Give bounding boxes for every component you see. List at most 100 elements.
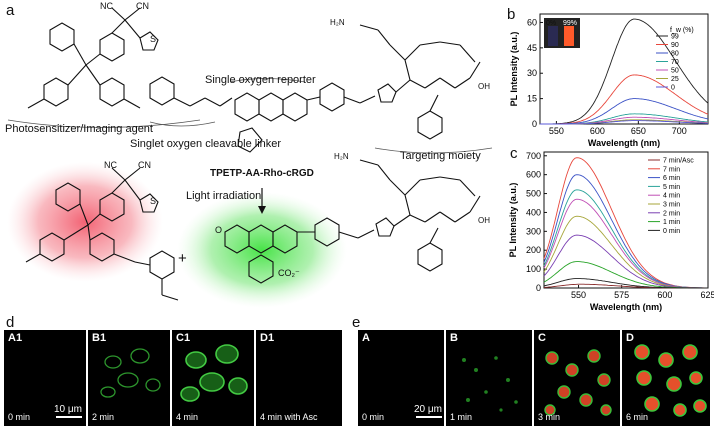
micro-label: C [538,332,546,344]
x-tick-label: 600 [657,290,672,300]
ring-triazole-top [377,83,397,103]
plot-frame [539,13,709,125]
micro-d-B1: B1 2 min [88,330,170,426]
ring-piperazine-bot [314,217,340,247]
micro-e-B: B 1 min [446,330,532,426]
micro-label: A [362,332,370,344]
panel-label-c: c [510,145,518,162]
y-tick-label: 60 [527,17,537,27]
ring-phenylalanine-top [417,110,443,140]
legend-label: 6 min [663,175,680,182]
legend-label: 2 min [663,210,680,217]
y-axis-label: PL Intensity (a.u.) [509,32,519,107]
chemical-scheme [7,7,493,308]
micro-time: 1 min [450,412,473,422]
legend-label: 3 min [663,202,680,209]
bracket-targeting [374,147,493,154]
x-axis-label: Wavelength (nm) [590,302,662,312]
micro-label: B [450,332,458,344]
ring-methoxy [43,77,69,107]
y-axis-label: PL Intensity (a.u.) [508,183,518,258]
y-tick-label: 15 [527,94,537,104]
panel-label-a: a [6,2,15,19]
micro-d-A1: A1 0 min [4,330,86,426]
micro-label: D1 [260,332,275,344]
ring-xanthene-mid [258,92,284,122]
atom-cn-top: CN [136,1,149,11]
atom-s-bot: S [150,196,157,206]
linker-label: Singlet oxygen cleavable linker [130,138,282,150]
x-tick-label: 650 [631,126,646,136]
inset-label-0: 0% [546,20,556,27]
y-tick-label: 300 [526,226,541,236]
series-line-5-min [543,189,708,289]
compound-name: TPETP-AA-Rho-cRGD [210,168,314,179]
y-tick-label: 45 [527,43,537,53]
green-glow [177,192,347,308]
x-tick-label: 550 [549,126,564,136]
y-tick-label: 100 [526,264,541,274]
scalebar-e-text: 20 μm [414,404,442,415]
micro-time: 4 min with Asc [260,412,318,422]
micro-time: 2 min [92,412,115,422]
legend-title: f_w (%) [670,27,694,34]
reporter-label: Single oxygen reporter [205,74,316,86]
y-tick-label: 400 [526,207,541,217]
series-line-90 [540,74,709,125]
ring-xanthene-right [282,92,308,122]
inset-vial-0 [548,26,558,46]
ring-phenyl-top [49,22,75,52]
x-tick-label: 700 [672,126,687,136]
micro-label: D [626,332,634,344]
atom-s-top: S [150,34,157,44]
bracket-photosensitizer [7,119,201,128]
atom-oh-bot: OH [478,216,490,225]
legend-label: 7 min [663,166,680,173]
ring-phenyl-mid [99,32,125,62]
panel-label-e: e [352,314,361,331]
micro-label: C1 [176,332,191,344]
legend-label: 0 [671,85,675,92]
bracket-linker [149,121,216,127]
cells-C1 [180,344,248,402]
y-tick-label: 0 [536,283,541,293]
ring-piperidine [149,76,175,106]
atom-h2n-bot: H₂N [334,152,349,161]
legend-label: 0 min [663,228,680,235]
micro-time: 0 min [362,412,385,422]
cells-eD [634,344,707,417]
y-tick-label: 600 [526,170,541,180]
plot-frame [543,151,709,289]
scalebar-d-bar [56,416,82,418]
ring-green-benz [248,254,274,284]
series-line-4-min [543,198,708,289]
series-line-0-min [543,278,708,289]
cells-B1 [100,348,161,398]
panel-label-d: d [6,314,15,331]
micro-label: A1 [8,332,23,344]
micro-e-A: A 0 min [358,330,444,426]
ring-green-right [272,224,298,254]
x-axis-label: Wavelength (nm) [588,138,660,148]
micro-d-C1: C1 4 min [172,330,254,426]
legend-label: 80 [671,51,679,58]
legend-label: 5 min [663,184,680,191]
atom-co2: CO₂⁻ [278,268,300,278]
ring-red-thio [139,193,159,213]
inset-label-99: 99% [563,20,577,27]
cells-eC [544,349,612,416]
atom-nc-top: NC [100,1,113,11]
inset-vial-99 [564,26,574,46]
micro-time: 0 min [8,412,31,422]
ring-phenylalanine-bot [417,242,443,272]
y-tick-label: 500 [526,189,541,199]
legend-label: 70 [671,59,679,66]
photosensitizer-label: Photosensitizer/Imaging agent [5,123,153,135]
ring-lactone [237,127,263,153]
micro-time: 4 min [176,412,199,422]
ring-thiophene [139,31,159,51]
